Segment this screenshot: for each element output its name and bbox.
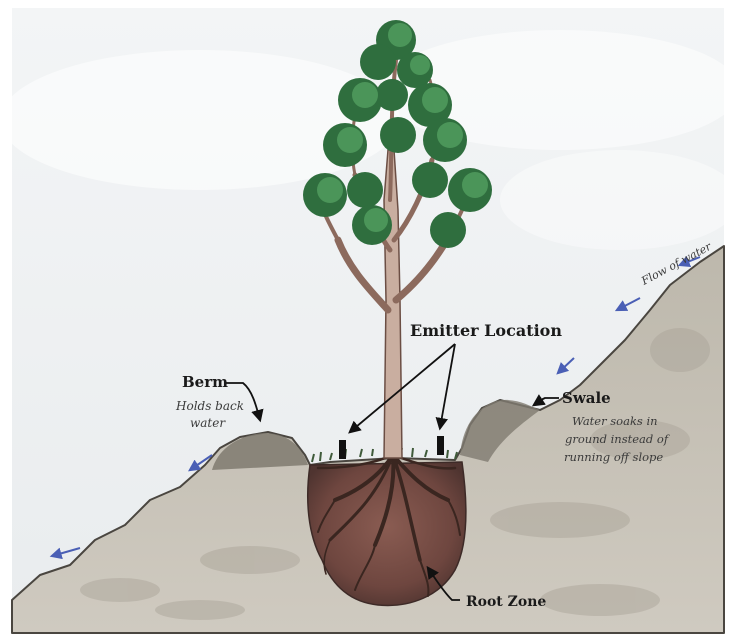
berm-title: Berm [182, 373, 228, 391]
swale-desc-line3: running off slope [564, 450, 663, 464]
swale-title: Swale [562, 389, 611, 407]
berm-desc-line2: water [190, 416, 226, 430]
emitter-left [339, 440, 346, 459]
berm-desc-line1: Holds back [175, 399, 244, 413]
root-zone-label: Root Zone [466, 594, 546, 610]
swale-desc-line2: ground instead of [565, 432, 670, 446]
emitter-right [437, 436, 444, 455]
emitter-location-label: Emitter Location [410, 321, 562, 340]
swale-desc-line1: Water soaks in [572, 414, 658, 428]
